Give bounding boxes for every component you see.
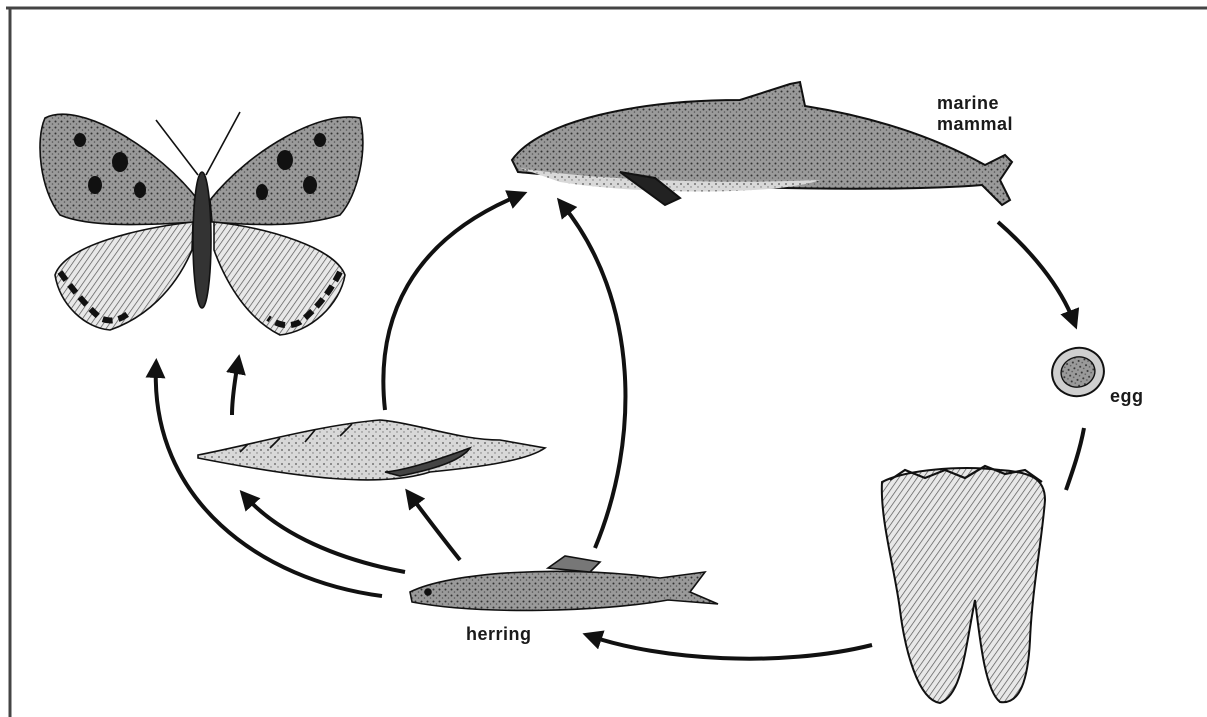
parasite-egg-icon (1047, 342, 1110, 402)
arrow-herring-to-snail (410, 495, 460, 560)
arrow-tooth-to-herring (590, 636, 872, 659)
molar-tooth-icon (882, 466, 1045, 703)
marine-mammal-label: marine mammal (937, 93, 1013, 135)
egg-label: egg (1110, 386, 1144, 407)
arrow-snail-to-mammal (383, 195, 520, 410)
herring-fish-icon (410, 556, 718, 610)
arrow-herring-to-butterfly (156, 366, 382, 596)
arrow-mammal-to-egg (998, 222, 1074, 322)
arrow-snail-to-butterfly (232, 362, 238, 415)
herring-label: herring (466, 624, 532, 645)
arrow-egg-to-tooth (1066, 428, 1084, 490)
sea-snail-icon (198, 420, 545, 480)
butterfly-icon (40, 112, 363, 335)
arrow-herring-to-mammal (562, 204, 625, 548)
